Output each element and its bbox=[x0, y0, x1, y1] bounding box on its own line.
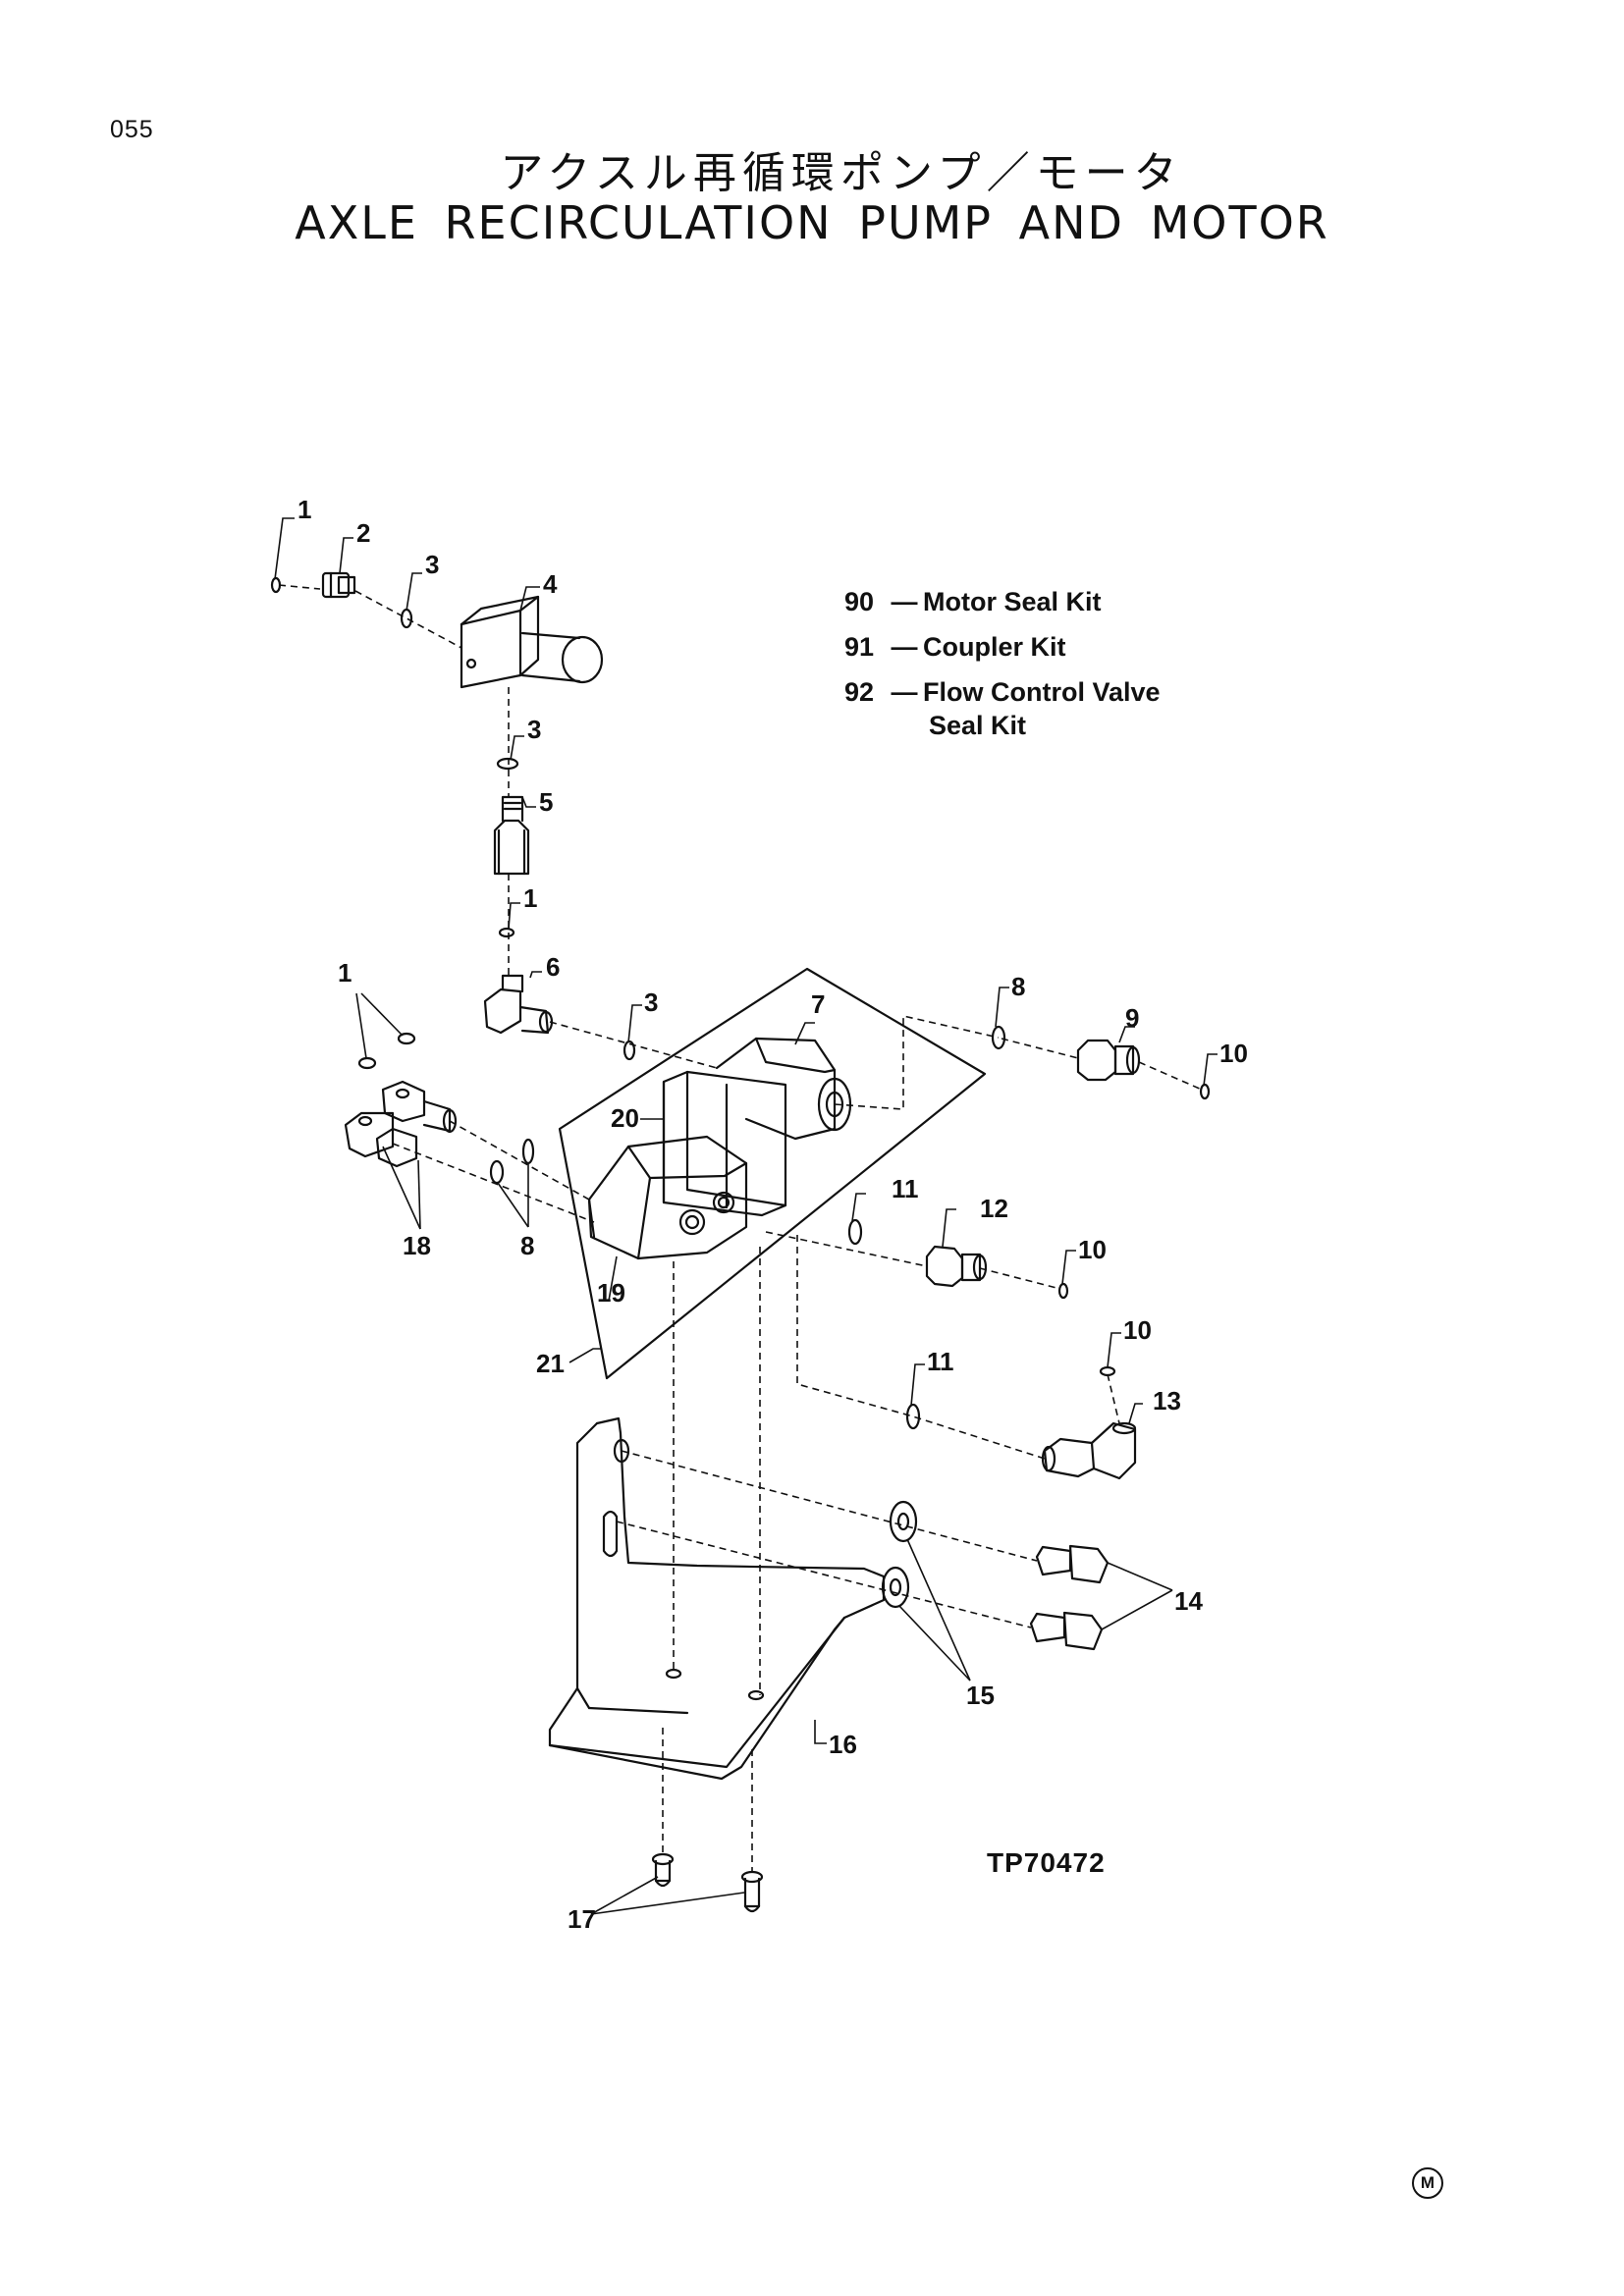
kit-dash: — bbox=[891, 587, 918, 616]
assembly-center-lines bbox=[278, 584, 1203, 1873]
adapter-part-5 bbox=[493, 795, 530, 876]
callout-10: 10 bbox=[1219, 1039, 1248, 1068]
o-ring-part-8-left-b bbox=[489, 1159, 505, 1185]
adapter-part-9 bbox=[1076, 1039, 1141, 1082]
callout-8: 8 bbox=[520, 1231, 534, 1260]
kit-dash: — bbox=[891, 632, 918, 662]
corner-mark-icon: M bbox=[1412, 2167, 1443, 2199]
o-ring-part-3-mid bbox=[496, 757, 519, 771]
o-ring-part-1-left-a bbox=[357, 1056, 377, 1070]
callout-2: 2 bbox=[356, 518, 370, 548]
callout-14: 14 bbox=[1174, 1586, 1203, 1616]
callout-12: 12 bbox=[980, 1194, 1008, 1223]
callout-20: 20 bbox=[611, 1103, 639, 1133]
elbow-part-6 bbox=[483, 974, 554, 1035]
callout-16: 16 bbox=[829, 1730, 857, 1759]
callout-1: 1 bbox=[523, 883, 537, 913]
washer-part-15-a bbox=[889, 1500, 918, 1543]
kit-label-continued: Seal Kit bbox=[929, 711, 1027, 740]
kit-number: 90 bbox=[844, 587, 875, 616]
o-ring-part-3-top bbox=[400, 608, 413, 629]
page-number: 055 bbox=[110, 116, 154, 143]
o-ring-part-11-b bbox=[905, 1403, 921, 1430]
mounting-bracket-part-16 bbox=[548, 1416, 886, 1781]
elbow-part-13 bbox=[1041, 1421, 1137, 1480]
callout-10: 10 bbox=[1078, 1235, 1107, 1264]
title-english: AXLE RECIRCULATION PUMP AND MOTOR bbox=[295, 196, 1329, 249]
callout-5: 5 bbox=[539, 787, 553, 817]
o-ring-part-8-left-a bbox=[521, 1138, 535, 1165]
motor-part-7 bbox=[715, 1037, 852, 1141]
callout-13: 13 bbox=[1153, 1386, 1181, 1415]
kit-item-92: 92 — Flow Control Valve bbox=[844, 669, 1161, 715]
callout-17: 17 bbox=[568, 1904, 596, 1934]
callout-18: 18 bbox=[403, 1231, 431, 1260]
callout-11: 11 bbox=[927, 1347, 954, 1376]
callout-1: 1 bbox=[298, 495, 311, 524]
pump-motor-assembly-outline-part-21 bbox=[558, 967, 987, 1380]
bolt-part-14-b bbox=[1029, 1611, 1104, 1651]
o-ring-part-10-top bbox=[1199, 1083, 1211, 1100]
title-japanese: アクスル再循環ポンプ／モータ bbox=[500, 148, 1183, 198]
callout-9: 9 bbox=[1125, 1003, 1139, 1033]
o-ring-part-10-mid bbox=[1057, 1282, 1069, 1300]
screw-part-17-b bbox=[740, 1870, 764, 1913]
kit-item-90: 90 — Motor Seal Kit bbox=[844, 579, 1161, 624]
kit-label: Flow Control Valve bbox=[923, 677, 1161, 707]
adapter-part-12 bbox=[925, 1245, 988, 1288]
o-ring-part-1-mid bbox=[498, 927, 515, 938]
washer-part-15-b bbox=[881, 1566, 910, 1609]
o-ring-part-3-right bbox=[623, 1040, 636, 1061]
callout-6: 6 bbox=[546, 952, 560, 982]
callout-15: 15 bbox=[966, 1681, 995, 1710]
callout-19: 19 bbox=[597, 1278, 625, 1308]
callout-1: 1 bbox=[338, 958, 352, 988]
kit-list: 90 — Motor Seal Kit 91 — Coupler Kit 92 … bbox=[844, 579, 1161, 748]
callout-8: 8 bbox=[1011, 972, 1025, 1001]
adapter-part-2 bbox=[321, 571, 356, 599]
pump-part-19 bbox=[587, 1135, 748, 1260]
o-ring-part-1-left-b bbox=[397, 1032, 416, 1045]
tee-fitting-part-18 bbox=[344, 1080, 458, 1168]
bolt-part-14-a bbox=[1035, 1544, 1110, 1584]
o-ring-part-1-top bbox=[270, 576, 282, 594]
o-ring-part-11-a bbox=[847, 1218, 863, 1246]
kit-number: 91 bbox=[844, 632, 875, 662]
callout-4: 4 bbox=[543, 569, 558, 599]
callout-21: 21 bbox=[536, 1349, 565, 1378]
callout-7: 7 bbox=[811, 989, 825, 1019]
kit-dash: — bbox=[891, 677, 918, 707]
valve-block-part-4 bbox=[460, 595, 604, 689]
callout-3: 3 bbox=[425, 550, 439, 579]
o-ring-part-8-right bbox=[991, 1025, 1006, 1050]
callout-3: 3 bbox=[644, 988, 658, 1017]
callout-10: 10 bbox=[1123, 1315, 1152, 1345]
kit-number: 92 bbox=[844, 677, 875, 707]
callout-leaders bbox=[274, 517, 1218, 1915]
kit-label: Motor Seal Kit bbox=[923, 587, 1102, 616]
kit-label: Coupler Kit bbox=[923, 632, 1066, 662]
drawing-reference-code: TP70472 bbox=[987, 1847, 1106, 1878]
callout-labels: 1 2 3 4 3 5 1 1 6 3 7 8 9 10 20 11 12 10… bbox=[298, 495, 1248, 1934]
callout-3: 3 bbox=[527, 715, 541, 744]
o-ring-part-10-low bbox=[1099, 1365, 1116, 1377]
kit-item-91: 91 — Coupler Kit bbox=[844, 624, 1161, 669]
callout-11: 11 bbox=[892, 1174, 919, 1203]
coupler-housing-part-20 bbox=[662, 1070, 787, 1217]
screw-part-17-a bbox=[651, 1852, 675, 1888]
